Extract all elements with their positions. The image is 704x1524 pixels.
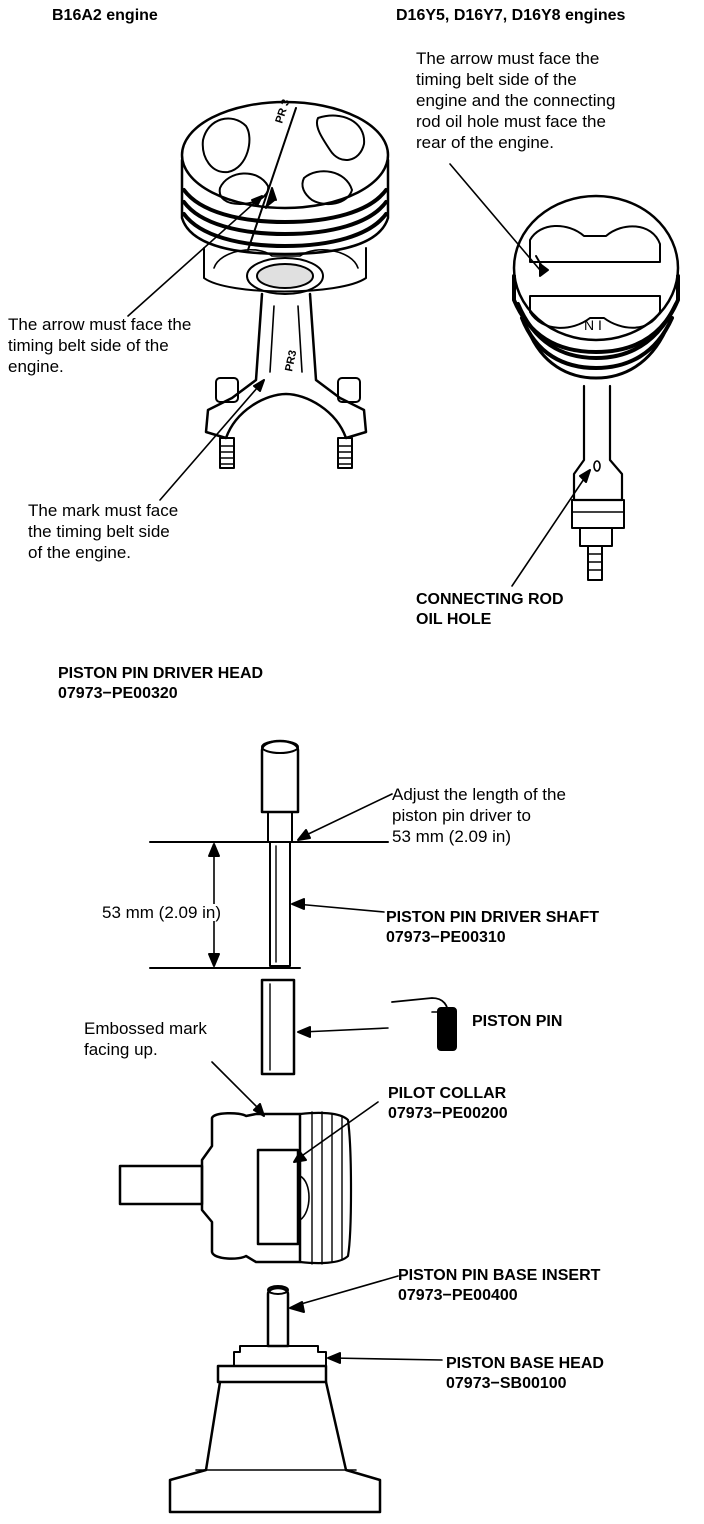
b16a2-arrow-note: The arrow must face the timing belt side… [8, 314, 191, 377]
adjust-note-line-3: 53 mm (2.09 in) [392, 827, 512, 846]
base-insert-code: 07973−PE00400 [398, 1287, 518, 1304]
base-head-name: PISTON BASE HEAD [446, 1355, 604, 1372]
base-insert-name: PISTON PIN BASE INSERT [398, 1267, 601, 1284]
b16a2-piston-assembly [127, 100, 390, 501]
d16y-engines-header: D16Y5, D16Y7, D16Y8 engines [396, 7, 626, 24]
driver-head-name: PISTON PIN DRIVER HEAD [58, 665, 264, 682]
oil-hole-label-line-1: CONNECTING ROD [416, 591, 564, 608]
d16y-arrow-note-line-1: The arrow must face the [416, 49, 600, 68]
d16y-arrow-note: The arrow must face the timing belt side… [416, 48, 615, 153]
connecting-rod-oil-hole-label: CONNECTING ROD OIL HOLE [416, 590, 564, 630]
b16a2-mark-note-line-3: of the engine. [28, 543, 132, 562]
right-crown-mark: N I [584, 317, 602, 333]
piston-pin-base-insert-label: PISTON PIN BASE INSERT 07973−PE00400 [398, 1266, 600, 1306]
piston-pin-tool-stack [118, 739, 457, 1514]
d16y-arrow-note-line-5: rear of the engine. [416, 133, 554, 152]
embossed-note-line-2: facing up. [84, 1040, 158, 1059]
shaft-length-dimension: 53 mm (2.09 in) [100, 903, 224, 922]
driver-shaft-name: PISTON PIN DRIVER SHAFT [386, 909, 600, 926]
d16y-arrow-note-line-2: timing belt side of the [416, 70, 577, 89]
d16y-arrow-note-line-3: engine and the connecting [416, 91, 616, 110]
piston-pin-driver-shaft-label: PISTON PIN DRIVER SHAFT 07973−PE00310 [386, 908, 599, 948]
b16a2-arrow-note-line-3: engine. [8, 357, 64, 376]
piston-base-head-label: PISTON BASE HEAD 07973−SB00100 [446, 1354, 604, 1394]
adjust-note-line-1: Adjust the length of the [392, 785, 566, 804]
left-rod-mark: PR3 [283, 349, 299, 372]
pilot-collar-label: PILOT COLLAR 07973−PE00200 [388, 1084, 508, 1124]
embossed-note-line-1: Embossed mark [84, 1019, 207, 1038]
driver-shaft-code: 07973−PE00310 [386, 929, 506, 946]
piston-pin-driver-head-label: PISTON PIN DRIVER HEAD 07973−PE00320 [58, 664, 263, 704]
b16a2-mark-note: The mark must face the timing belt side … [28, 500, 178, 563]
adjust-note-line-2: piston pin driver to [392, 806, 531, 825]
adjust-length-note: Adjust the length of the piston pin driv… [392, 784, 566, 847]
embossed-mark-note: Embossed mark facing up. [84, 1018, 207, 1060]
pilot-collar-code: 07973−PE00200 [388, 1105, 508, 1122]
b16a2-arrow-note-line-2: timing belt side of the [8, 336, 169, 355]
d16y-arrow-note-line-4: rod oil hole must face the [416, 112, 606, 131]
b16a2-engine-header: B16A2 engine [52, 7, 158, 24]
pilot-collar-name: PILOT COLLAR [388, 1085, 507, 1102]
oil-hole-label-line-2: OIL HOLE [416, 611, 492, 628]
d16y-piston-assembly [449, 163, 680, 587]
b16a2-mark-note-line-2: the timing belt side [28, 522, 170, 541]
driver-head-code: 07973−PE00320 [58, 685, 178, 702]
piston-pin-label: PISTON PIN [472, 1013, 563, 1030]
base-head-code: 07973−SB00100 [446, 1375, 567, 1392]
b16a2-arrow-note-line-1: The arrow must face the [8, 315, 192, 334]
b16a2-mark-note-line-1: The mark must face [28, 501, 179, 520]
